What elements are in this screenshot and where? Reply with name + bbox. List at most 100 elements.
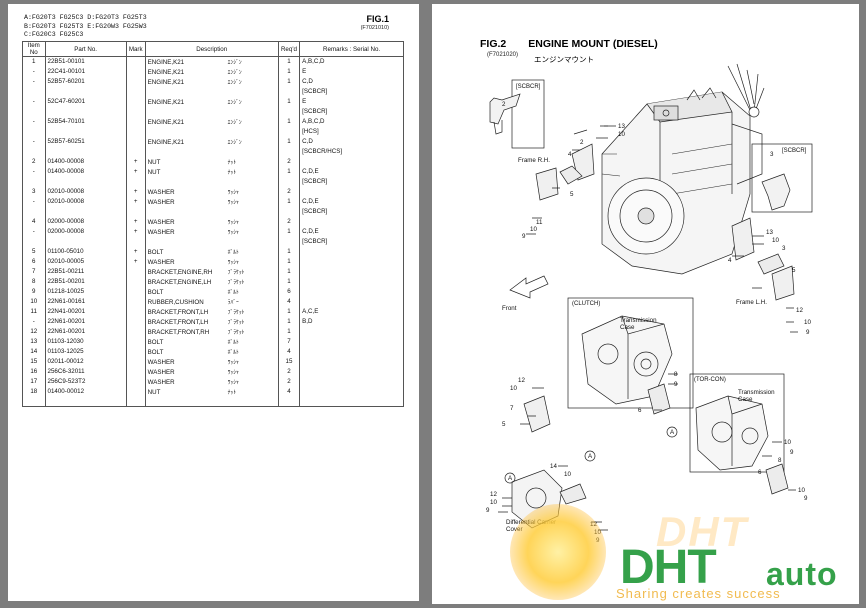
fig2-title: FIG.2 bbox=[480, 38, 507, 50]
callout-11: 11 bbox=[536, 219, 543, 226]
callout-10: 10 bbox=[804, 319, 811, 326]
row-item-no bbox=[22, 126, 46, 137]
torcon-mount-bracket bbox=[765, 463, 789, 495]
row-description-text: BRACKET,ENGINE,LH bbox=[147, 278, 212, 286]
row-description-kana: ﾜｯｼｬ bbox=[227, 229, 239, 236]
row-mark bbox=[125, 236, 146, 247]
header-remarks: Remarks : Serial No. bbox=[299, 41, 404, 57]
row-remarks bbox=[299, 276, 404, 287]
row-item-no bbox=[22, 206, 46, 217]
row-mark bbox=[125, 346, 146, 357]
row-description-kana: ﾌﾞﾗｹｯﾄ bbox=[227, 269, 245, 276]
row-qty: 1 bbox=[277, 116, 301, 127]
row-description-kana: ﾜｯｼｬ bbox=[227, 359, 239, 366]
row-qty: 7 bbox=[277, 336, 301, 347]
callout-3: 3 bbox=[782, 245, 786, 252]
row-qty: 1 bbox=[277, 76, 301, 87]
callout-4: 4 bbox=[568, 151, 572, 158]
row-part-no: 02010-00005 bbox=[44, 256, 127, 267]
callout-13: 13 bbox=[618, 123, 625, 130]
callout-10: 10 bbox=[618, 131, 625, 138]
row-item-no: 11 bbox=[22, 306, 46, 317]
row-mark bbox=[125, 76, 146, 87]
row-mark: + bbox=[125, 226, 146, 237]
row-item-no: 12 bbox=[22, 326, 46, 337]
row-remarks bbox=[299, 356, 404, 367]
table-row: [SCBCR] bbox=[22, 176, 404, 187]
row-remarks bbox=[299, 246, 404, 257]
row-description-text: BRACKET,ENGINE,RH bbox=[147, 268, 213, 276]
row-description-text: BRACKET,FRONT,LH bbox=[147, 308, 209, 316]
row-description-text: NUT bbox=[147, 158, 161, 166]
row-description-kana: ｴﾝｼﾞﾝ bbox=[227, 139, 242, 146]
row-mark bbox=[125, 106, 146, 117]
callout-10: 10 bbox=[772, 237, 779, 244]
label-scbcr-left: [SCBCR] bbox=[516, 84, 541, 90]
reference-letter-a-2: A bbox=[670, 429, 675, 436]
row-part-no: 22N61-00201 bbox=[44, 316, 127, 327]
row-qty: 1 bbox=[277, 136, 301, 147]
row-mark bbox=[125, 56, 146, 67]
row-remarks: [SCBCR] bbox=[299, 176, 404, 187]
row-qty: 1 bbox=[277, 196, 301, 207]
row-remarks: E bbox=[299, 66, 404, 77]
row-mark bbox=[125, 356, 146, 367]
scbcr-left-bracket-leg bbox=[493, 120, 503, 135]
row-mark: + bbox=[125, 216, 146, 227]
model-line-c: C:FG20C3 FG25C3 bbox=[24, 31, 84, 39]
row-part-no bbox=[44, 236, 127, 247]
reference-letter-a-1: A bbox=[508, 475, 513, 482]
row-item-no: 8 bbox=[22, 276, 46, 287]
row-description-text: BOLT bbox=[147, 348, 164, 356]
row-remarks: C,D bbox=[299, 136, 404, 147]
row-description-kana: ｴﾝｼﾞﾝ bbox=[227, 79, 242, 86]
row-description-kana: ｴﾝｼﾞﾝ bbox=[227, 59, 242, 66]
torcon-box bbox=[689, 373, 785, 473]
row-mark bbox=[125, 316, 146, 327]
row-part-no: 52B54-70101 bbox=[44, 116, 127, 127]
label-scbcr-right: [SCBCR] bbox=[782, 148, 807, 154]
row-description-text: BRACKET,FRONT,LH bbox=[147, 318, 209, 326]
table-row: [HCS] bbox=[22, 126, 404, 137]
row-qty: 1 bbox=[277, 306, 301, 317]
row-remarks: C,D,E bbox=[299, 166, 404, 177]
row-description-kana: ｴﾝｼﾞﾝ bbox=[227, 99, 242, 106]
frame-rh-mount bbox=[535, 167, 559, 201]
watermark-slogan: Sharing creates success bbox=[616, 586, 781, 601]
callout-8: 8 bbox=[674, 371, 678, 378]
row-description-kana: ﾎﾞﾙﾄ bbox=[227, 339, 239, 346]
row-description-text: BOLT bbox=[147, 338, 164, 346]
row-remarks: [SCBCR/HCS] bbox=[299, 146, 404, 157]
diff-mount-bracket bbox=[559, 483, 587, 505]
row-remarks bbox=[299, 156, 404, 167]
row-item-no: 14 bbox=[22, 346, 46, 357]
cooling-fan bbox=[727, 63, 765, 115]
table-filler-cell bbox=[22, 396, 46, 407]
row-description-text: WASHER bbox=[147, 218, 175, 226]
table-filler-cell bbox=[44, 396, 127, 407]
row-description-kana: ﾗﾊﾞｰ bbox=[227, 299, 239, 306]
row-item-no: - bbox=[22, 136, 46, 147]
row-remarks bbox=[299, 296, 404, 307]
row-qty: 1 bbox=[277, 96, 301, 107]
